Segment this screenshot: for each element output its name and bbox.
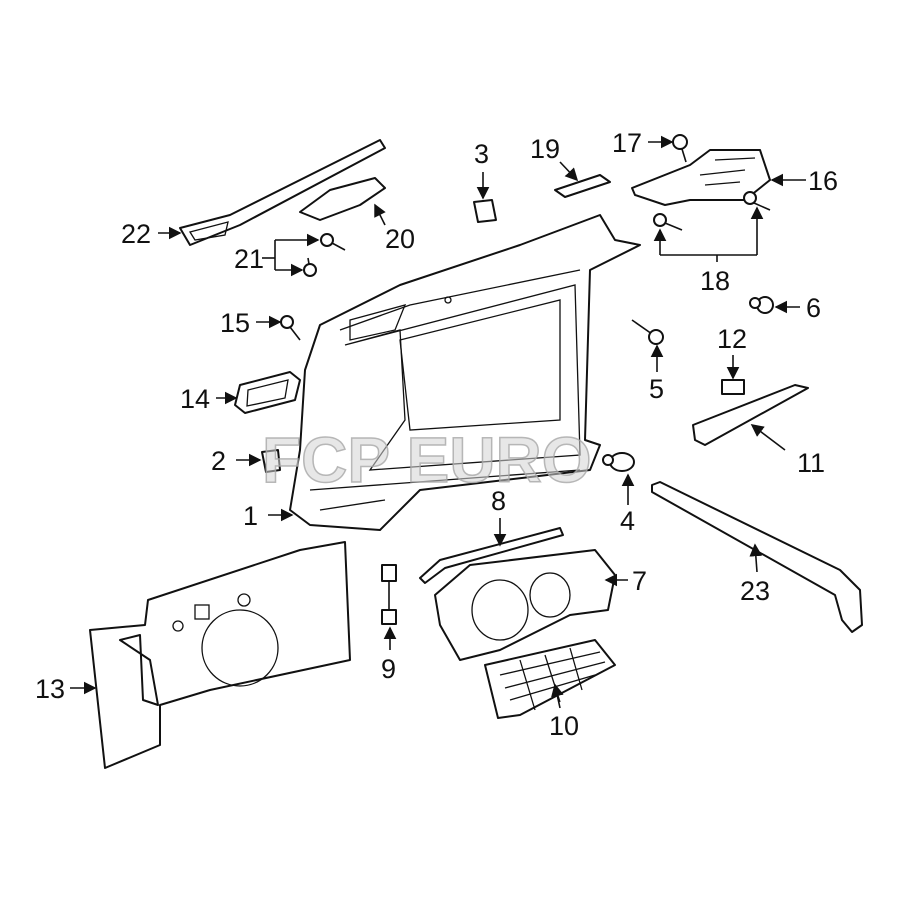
part-18-bolts [653,191,771,231]
callout-22: 22 [121,219,151,249]
part-17-screw [672,134,688,163]
callout-19: 19 [530,134,560,164]
part-4-clip [602,452,635,472]
part-6-clip [749,296,774,314]
part-7-panel-bezel [434,549,616,661]
part-10-speaker-grille [484,639,616,719]
part-9-wire-harness [381,564,397,625]
part-3-grommet [473,199,497,223]
callout-7: 7 [632,566,647,596]
callout-2: 2 [211,446,226,476]
part-15-bolt [280,315,301,341]
callout-11: 11 [797,448,825,478]
callout-18: 18 [700,266,730,296]
part-14-handle-bezel [234,371,301,414]
callout-13: 13 [35,674,65,704]
part-2-clip [261,449,281,473]
part-13-insulator [89,541,351,769]
leader-lines [70,135,806,709]
callout-1: 1 [243,501,258,531]
part-11-trim-strip [692,384,809,446]
callout-20: 20 [385,224,415,254]
callout-3: 3 [474,139,489,169]
part-8-strip [419,527,564,584]
callout-6: 6 [806,293,821,323]
callout-21: 21 [234,244,264,274]
callout-9: 9 [381,654,396,684]
part-23-sill-trim [651,481,863,633]
callout-5: 5 [649,374,664,404]
callout-17: 17 [612,128,642,158]
callout-4: 4 [620,506,635,536]
callout-14: 14 [180,384,210,414]
part-5-screw [631,319,664,345]
callout-16: 16 [808,166,838,196]
callout-15: 15 [220,308,250,338]
part-1-quarter-trim-panel [289,214,641,531]
part-16-bracket [631,149,771,206]
part-22-upper-trim [179,139,386,246]
part-20-bracket [299,177,386,221]
callout-10: 10 [549,711,579,741]
watermark: FCP EURO [262,424,592,496]
part-19-bracket [554,174,611,198]
part-12-clip [721,379,745,395]
callout-8: 8 [491,486,506,516]
callout-12: 12 [717,324,747,354]
part-21-bolts [303,233,346,277]
callout-23: 23 [740,576,770,606]
